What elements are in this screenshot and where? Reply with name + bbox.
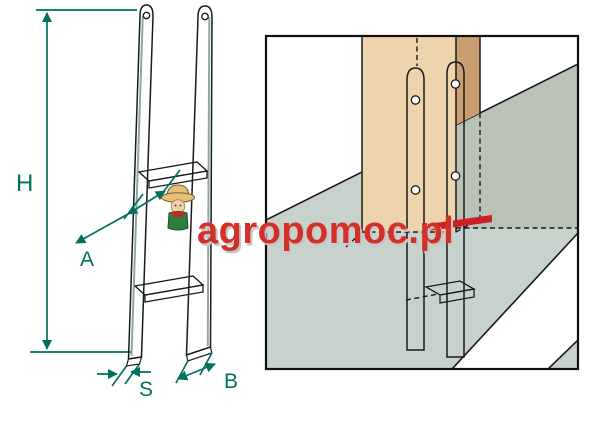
dimension-b: B — [175, 352, 238, 393]
mascot-scarf — [172, 212, 184, 217]
dimension-h: H — [16, 9, 137, 353]
post-front-face — [362, 37, 456, 232]
farmer-mascot-icon — [161, 184, 195, 231]
inset-front-bar — [446, 61, 465, 358]
inset-rear-bar — [406, 67, 425, 351]
dimension-label-h: H — [16, 170, 33, 197]
inset-border — [264, 34, 580, 371]
lower-plate-top-face — [133, 275, 205, 296]
concrete-corner-edge — [547, 339, 577, 368]
right-bar-hole — [201, 12, 209, 21]
upper-cross-plate — [137, 161, 209, 189]
s-witness-line-2 — [124, 363, 141, 385]
s-witness-line-1 — [111, 365, 128, 387]
installation-inset — [264, 34, 580, 371]
dimension-a: A — [75, 169, 181, 271]
watermark-text-shadow: agropomoc.pl — [199, 213, 456, 255]
right-bar-body — [185, 5, 213, 357]
inset-anchor — [405, 61, 492, 358]
dimension-label-b: B — [224, 370, 238, 393]
concrete-lower-edge — [451, 232, 577, 368]
b-witness-line-1 — [175, 360, 189, 384]
inset-content — [267, 37, 577, 368]
anchor-technical-view: H A — [16, 4, 238, 401]
concrete-shaded-face — [456, 64, 577, 228]
wooden-post — [345, 37, 481, 248]
dimension-label-a: A — [80, 248, 94, 271]
inset-rear-bar-hole-top — [410, 95, 421, 105]
ground-level-red-marker — [428, 215, 492, 231]
a-leader-line — [75, 213, 129, 244]
upper-plate-front-face — [148, 170, 208, 189]
left-bar-hole — [142, 11, 151, 20]
mascot-eye-left — [174, 204, 177, 207]
left-bar-edge-shading — [130, 15, 144, 357]
inset-front-bar-hole-bottom — [450, 171, 461, 181]
post-side-face — [456, 37, 480, 125]
lower-cross-plate — [133, 275, 205, 303]
mascot-eye-right — [179, 204, 182, 207]
lower-plate-front-face — [144, 284, 204, 303]
inset-rear-bar-hole-bottom — [410, 185, 421, 195]
post-bottom-side-hidden-edge — [455, 218, 481, 233]
left-bar-body — [127, 4, 154, 360]
anchor-right-bar — [185, 5, 213, 362]
b-dimension-line — [177, 362, 216, 381]
a-dimension-line — [127, 190, 166, 215]
inset-front-bar-hole-top — [450, 79, 461, 89]
watermark: agropomoc.pl agropomoc.pl — [161, 184, 456, 255]
inset-plate-hidden-edge — [405, 293, 439, 301]
inset-plate-front-face — [439, 288, 475, 304]
right-bar-edge-shading — [206, 16, 211, 347]
dimension-label-s: S — [139, 378, 153, 401]
post-hidden-corner-line — [345, 231, 363, 248]
dimension-s: S — [97, 363, 153, 401]
watermark-text: agropomoc.pl — [197, 210, 454, 252]
